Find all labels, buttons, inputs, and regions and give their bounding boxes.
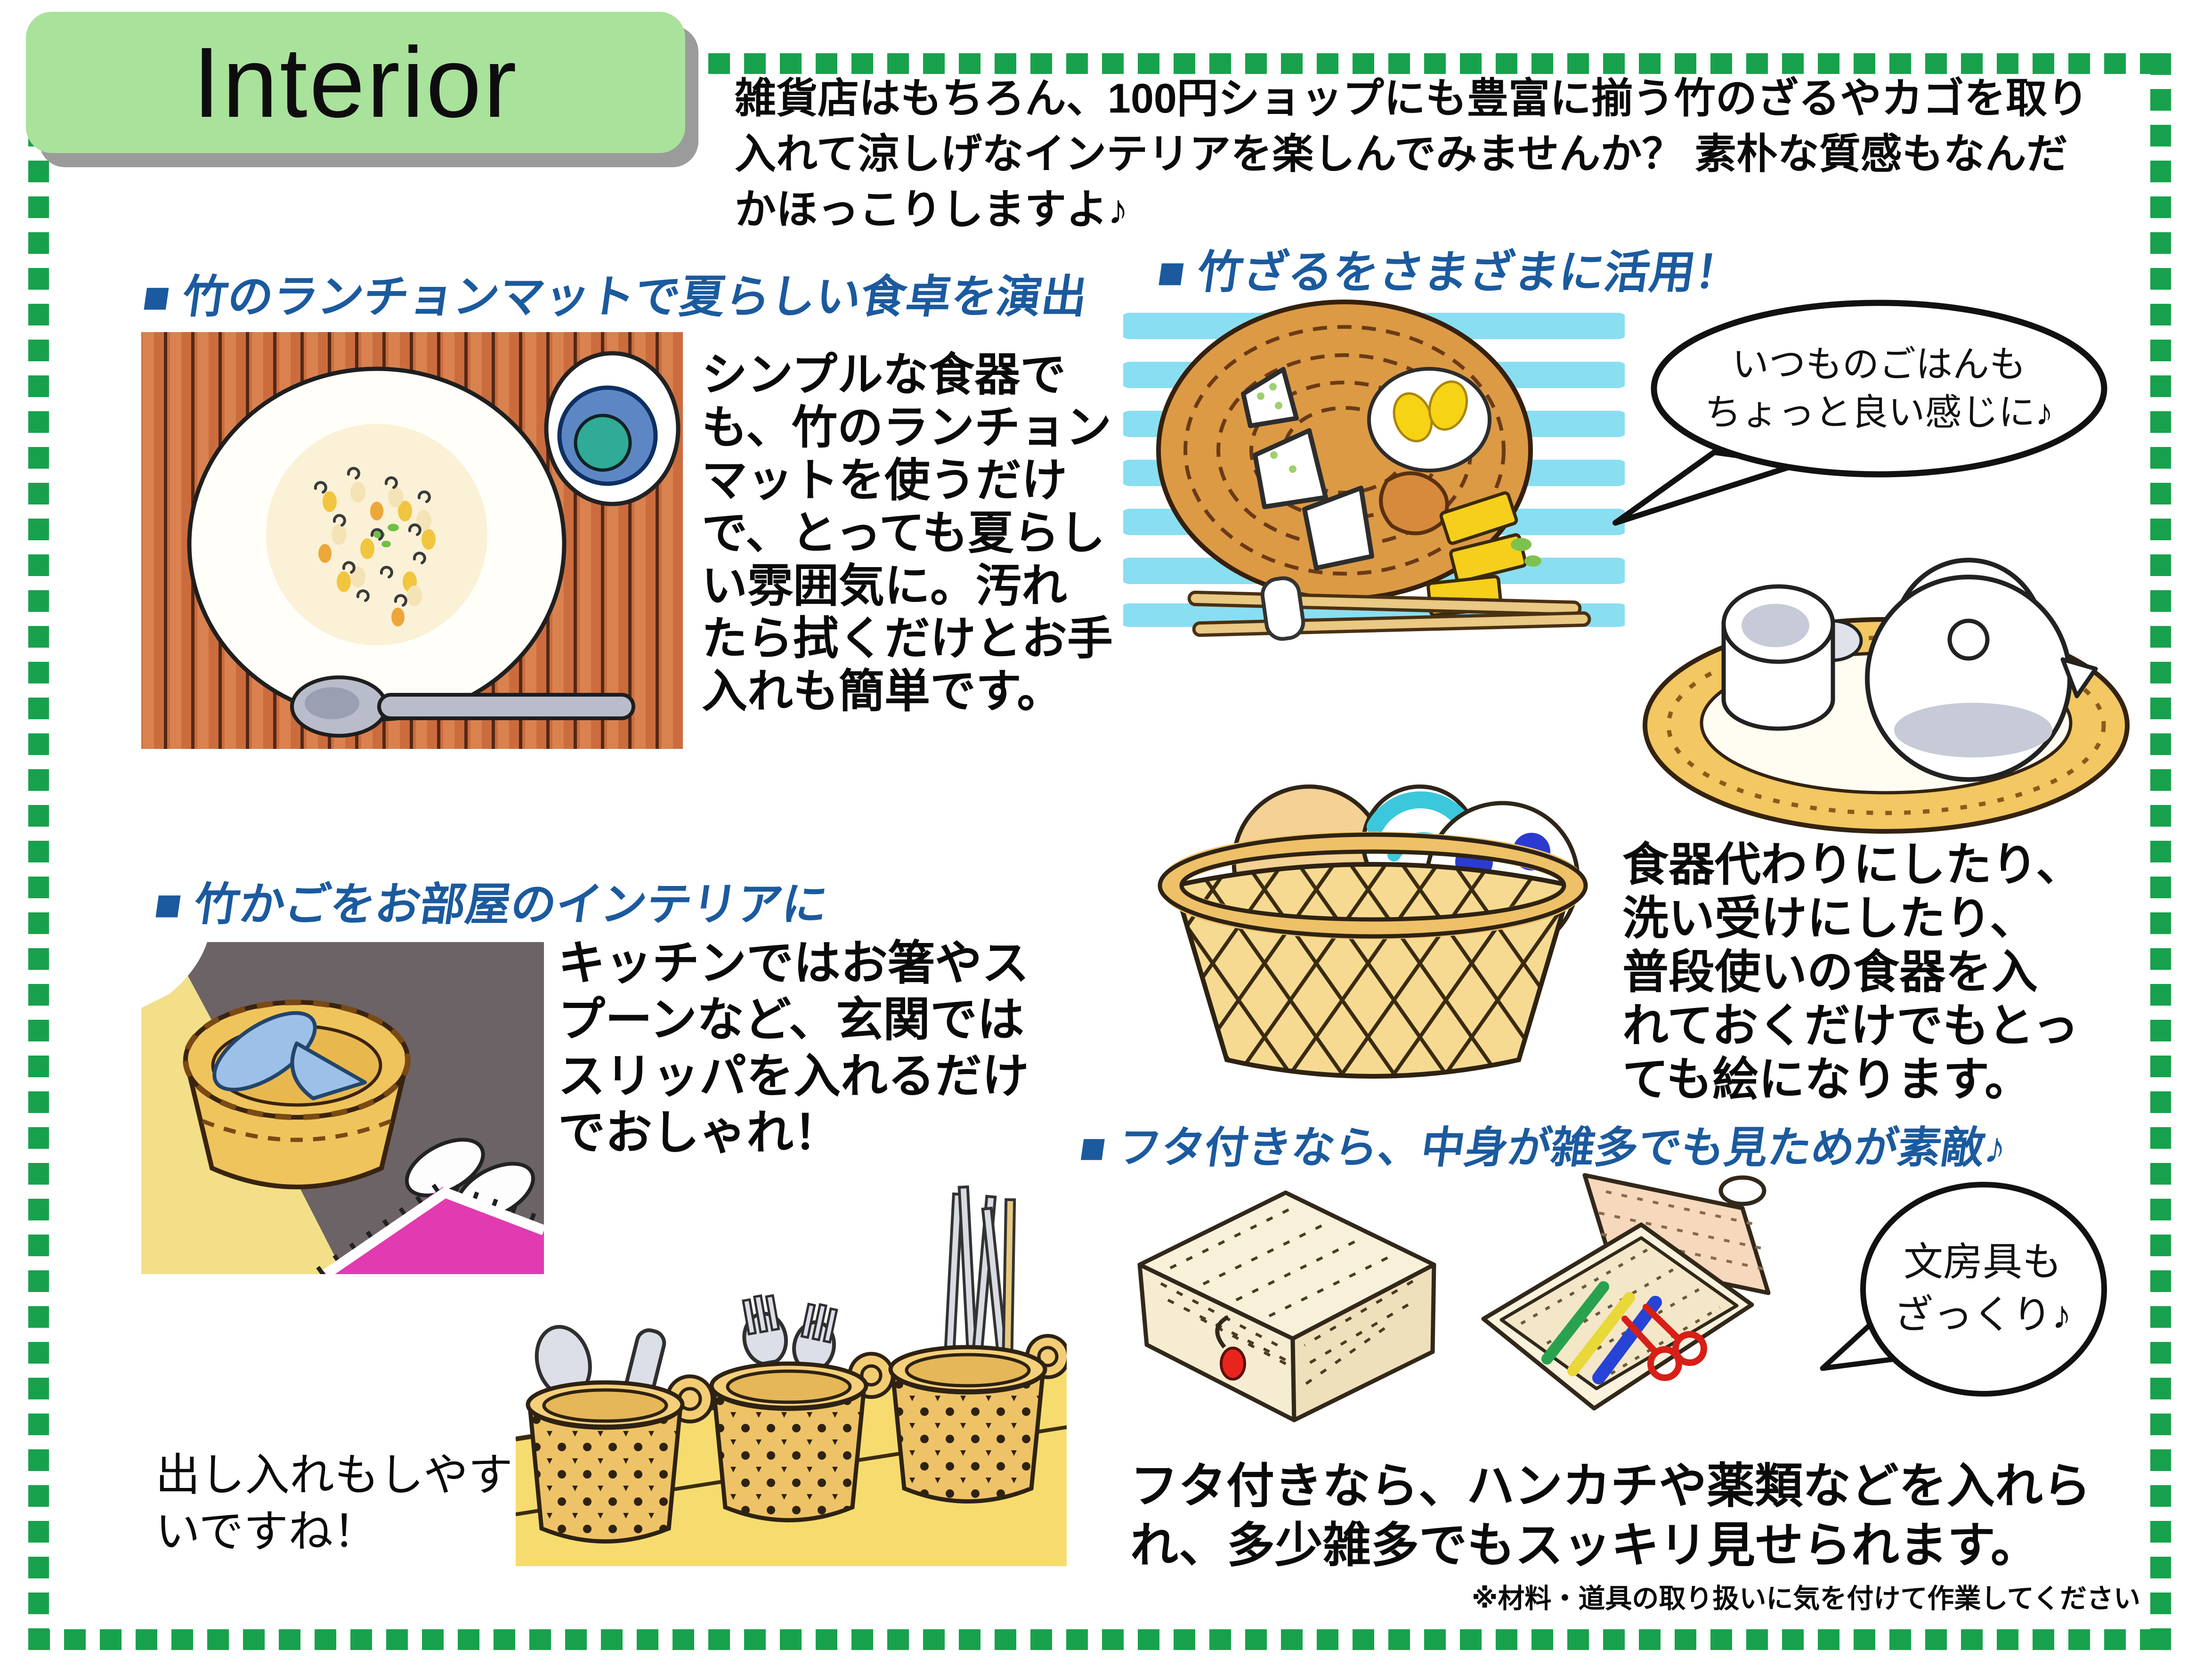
speech-bubble-futa: 文房具もざっくり♪ bbox=[1818, 1180, 2110, 1406]
section-heading-kago: ■ 竹かごをお部屋のインテリアに bbox=[151, 879, 831, 930]
frame-right-border bbox=[2150, 53, 2171, 1650]
frame-bottom-border bbox=[28, 1629, 2171, 1650]
tray-teapot-image bbox=[1643, 558, 2130, 834]
utensil-baskets-image bbox=[515, 1185, 1070, 1566]
section-heading-placemat: ■ 竹のランチョンマットで夏らしい食卓を演出 bbox=[139, 272, 1091, 322]
speech-bubble-zaru-text: いつものごはんもちょっと良い感じに♪ bbox=[1704, 343, 2054, 433]
speech-bubble-zaru-shape bbox=[1612, 300, 2107, 526]
genkan-basket-image bbox=[141, 942, 547, 1280]
lidded-boxes-illustration bbox=[1083, 1163, 1811, 1446]
zaru-image bbox=[1118, 300, 1629, 641]
speech-bubble-futa-shape bbox=[1820, 1182, 2107, 1397]
zaru-body-text: 食器代わりにしたり、洗い受けにしたり、普段使いの食器を入れておくだけでもとっても… bbox=[1622, 838, 2082, 1105]
placemat-body-text: シンプルな食器でも、竹のランチョンマットを使うだけで、とっても夏らしい雰囲気に。… bbox=[702, 349, 1113, 717]
bowl-basket-illustration bbox=[1130, 768, 1615, 1102]
kago-body-text: キッチンではお箸やスプーンなど、玄関ではスリッパを入れるだけでおしゃれ！ bbox=[558, 937, 1029, 1159]
tray-teapot-illustration bbox=[1629, 523, 2138, 838]
frame-left-border bbox=[28, 53, 49, 1650]
lidded-boxes-image bbox=[1137, 1173, 1771, 1422]
intro-text: 雑貨店はもちろん、100円ショップにも豊富に揃う竹のざるやカゴを取り入れて涼しげ… bbox=[735, 75, 2089, 233]
genkan-basket-illustration bbox=[141, 942, 547, 1280]
bowl-basket-image bbox=[1158, 784, 1588, 1079]
page-title-box: Interior bbox=[26, 12, 685, 153]
speech-bubble-zaru: いつものごはんもちょっと良い感じに♪ bbox=[1596, 297, 2110, 532]
speech-bubble-futa-text: 文房具もざっくり♪ bbox=[1893, 1240, 2072, 1337]
placemat-image bbox=[141, 332, 683, 749]
utensil-baskets-illustration bbox=[515, 1163, 1070, 1566]
futa-body-text: フタ付きなら、ハンカチや薬類などを入れられ、多少雑多でもスッキリ見せられます。 bbox=[1130, 1459, 2091, 1572]
section-heading-zaru: ■ 竹ざるをさまざまに活用！ bbox=[1154, 247, 1744, 298]
placemat-illustration bbox=[141, 332, 683, 749]
kago-caption-text: 出し入れもしやすいですね！ bbox=[155, 1450, 513, 1557]
footnote-text: ※材料・道具の取り扱いに気を付けて作業してください bbox=[1472, 1584, 2140, 1614]
page-title: Interior bbox=[193, 26, 519, 138]
zaru-illustration bbox=[1118, 300, 1629, 643]
